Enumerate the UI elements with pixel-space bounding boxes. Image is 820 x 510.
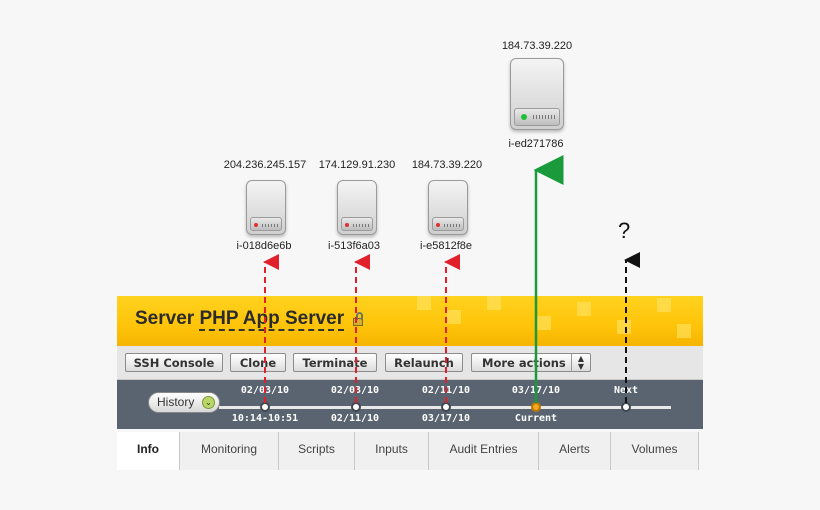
server-id-1: i-018d6e6b xyxy=(236,240,292,252)
chevron-down-icon: ⌄ xyxy=(202,396,215,409)
tab-scripts[interactable]: Scripts xyxy=(279,432,355,470)
timeline-point-current[interactable] xyxy=(531,402,541,412)
timeline-label-bottom: 10:14-10:51 xyxy=(231,413,299,424)
server-header: Server PHP App Server xyxy=(117,296,703,346)
tab-info[interactable]: Info xyxy=(117,432,180,470)
page-title: Server PHP App Server xyxy=(135,308,365,331)
more-actions-label: More actions xyxy=(482,356,566,370)
server-panel: Server PHP App Server SSH Console Clone … xyxy=(117,296,703,470)
title-prefix: Server xyxy=(135,308,195,329)
terminated-server-icon xyxy=(428,180,468,235)
tab-bar: Info Monitoring Scripts Inputs Audit Ent… xyxy=(117,432,703,470)
timeline-label-top: 02/03/10 xyxy=(240,385,290,396)
terminate-button[interactable]: Terminate xyxy=(293,353,377,372)
timeline-point[interactable] xyxy=(441,402,451,412)
tab-inputs[interactable]: Inputs xyxy=(355,432,429,470)
history-label: History xyxy=(157,395,195,409)
history-button[interactable]: History ⌄ xyxy=(148,392,220,413)
unlock-icon[interactable] xyxy=(351,311,365,326)
timeline-label-bottom: Current xyxy=(514,413,558,424)
relaunch-button[interactable]: Relaunch xyxy=(385,353,463,372)
tab-volumes[interactable]: Volumes xyxy=(611,432,699,470)
future-question-mark: ? xyxy=(618,218,631,243)
terminated-server-icon xyxy=(337,180,377,235)
ssh-console-button[interactable]: SSH Console xyxy=(125,353,223,372)
timeline-point-next[interactable] xyxy=(621,402,631,412)
timeline-point[interactable] xyxy=(260,402,270,412)
timeline-label-bottom: 02/11/10 xyxy=(330,413,380,424)
updown-icon: ▲▼ xyxy=(571,354,590,372)
timeline-label-top: Next xyxy=(613,385,639,396)
tab-monitoring[interactable]: Monitoring xyxy=(180,432,279,470)
server-name[interactable]: PHP App Server xyxy=(199,308,345,331)
server-ip-3: 184.73.39.220 xyxy=(411,159,483,171)
timeline-label-top: 03/17/10 xyxy=(511,385,561,396)
terminated-server-icon xyxy=(246,180,286,235)
top-server-id: i-ed271786 xyxy=(508,138,564,150)
top-server-ip: 184.73.39.220 xyxy=(501,40,573,52)
tab-audit-entries[interactable]: Audit Entries xyxy=(429,432,539,470)
action-toolbar: SSH Console Clone Terminate Relaunch Mor… xyxy=(117,346,703,380)
timeline-label-bottom: 03/17/10 xyxy=(421,413,471,424)
server-id-2: i-513f6a03 xyxy=(328,240,380,252)
current-server-icon xyxy=(510,58,564,130)
timeline-label-top: 02/03/10 xyxy=(330,385,380,396)
timeline-label-top: 02/11/10 xyxy=(421,385,471,396)
clone-button[interactable]: Clone xyxy=(230,353,286,372)
timeline-point[interactable] xyxy=(351,402,361,412)
server-ip-2: 174.129.91.230 xyxy=(318,159,396,171)
server-ip-1: 204.236.245.157 xyxy=(223,159,307,171)
history-timeline: History ⌄ 02/03/10 10:14-10:51 02/03/10 … xyxy=(117,380,703,429)
tab-alerts[interactable]: Alerts xyxy=(539,432,611,470)
server-id-3: i-e5812f8e xyxy=(420,240,472,252)
more-actions-button[interactable]: More actions ▲▼ xyxy=(471,353,591,372)
